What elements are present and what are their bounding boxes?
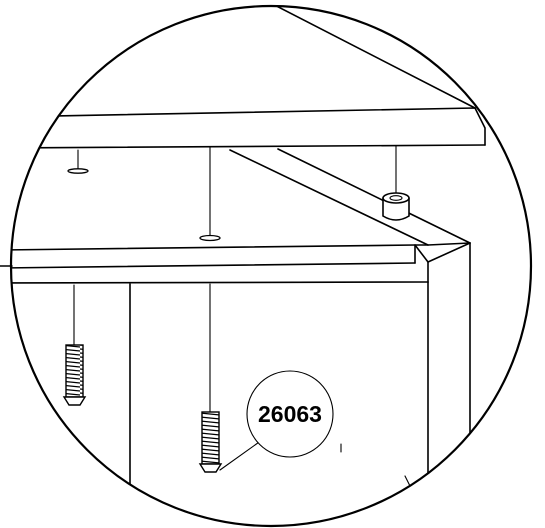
part-callout: 26063 bbox=[246, 370, 334, 458]
screw-right bbox=[198, 411, 223, 473]
screw-left bbox=[62, 344, 87, 406]
tick-mark bbox=[404, 475, 411, 487]
magnified-area bbox=[11, 6, 486, 526]
spacer-bushing bbox=[382, 192, 410, 221]
upper-panel bbox=[11, 6, 486, 149]
diagonal-rails bbox=[229, 148, 471, 246]
callout-leader bbox=[219, 439, 263, 471]
magnifier-circle bbox=[9, 4, 533, 528]
upper-pins bbox=[67, 145, 397, 242]
part-number-label: 26063 bbox=[258, 401, 322, 427]
lower-panel bbox=[11, 242, 471, 284]
callout-bubble bbox=[246, 370, 334, 458]
lower-pins bbox=[73, 283, 211, 413]
